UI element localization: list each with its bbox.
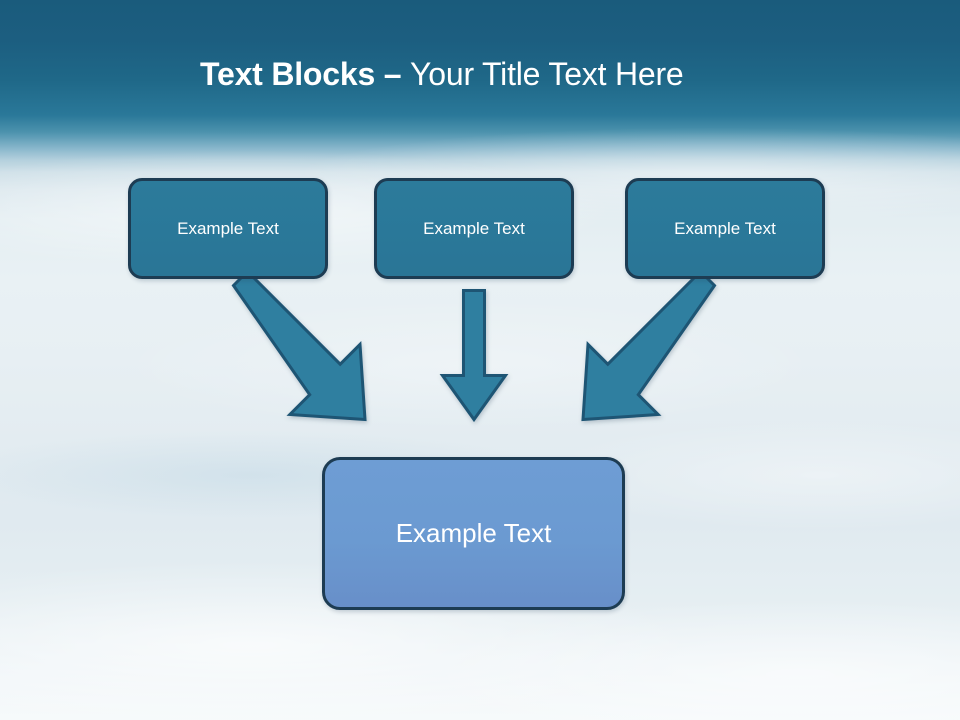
text-block-top-2[interactable]: Example Text: [374, 178, 574, 279]
text-block-bottom-label: Example Text: [395, 518, 552, 548]
text-block-top-2-label: Example Text: [423, 218, 525, 238]
slide-title: Text Blocks – Your Title Text Here: [200, 51, 900, 97]
title-dash: –: [375, 56, 411, 92]
text-block-top-1[interactable]: Example Text: [128, 178, 328, 279]
text-block-top-3-label: Example Text: [674, 218, 776, 238]
title-light-text: Your Title Text Here: [410, 56, 684, 92]
title-bold-text: Text Blocks: [200, 56, 376, 92]
text-block-bottom[interactable]: Example Text: [322, 457, 625, 610]
text-block-top-3[interactable]: Example Text: [625, 178, 825, 279]
text-block-top-1-label: Example Text: [177, 218, 279, 238]
